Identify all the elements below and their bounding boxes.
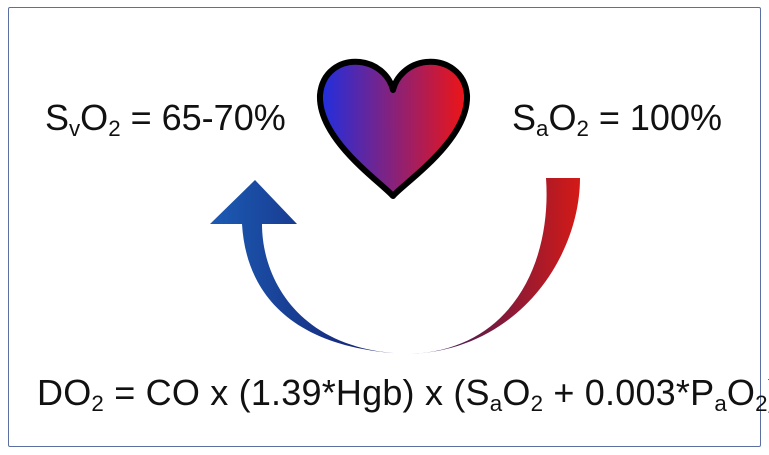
arterial-saturation-label: SaO2 = 100% <box>512 97 722 142</box>
curved-arrow-icon <box>210 178 580 354</box>
oxygen-delivery-formula: DO2 = CO x (1.39*Hgb) x (SaO2 + 0.003*Pa… <box>37 372 769 417</box>
venous-saturation-label: SvO2 = 65-70% <box>45 97 286 142</box>
heart-icon <box>316 58 471 199</box>
